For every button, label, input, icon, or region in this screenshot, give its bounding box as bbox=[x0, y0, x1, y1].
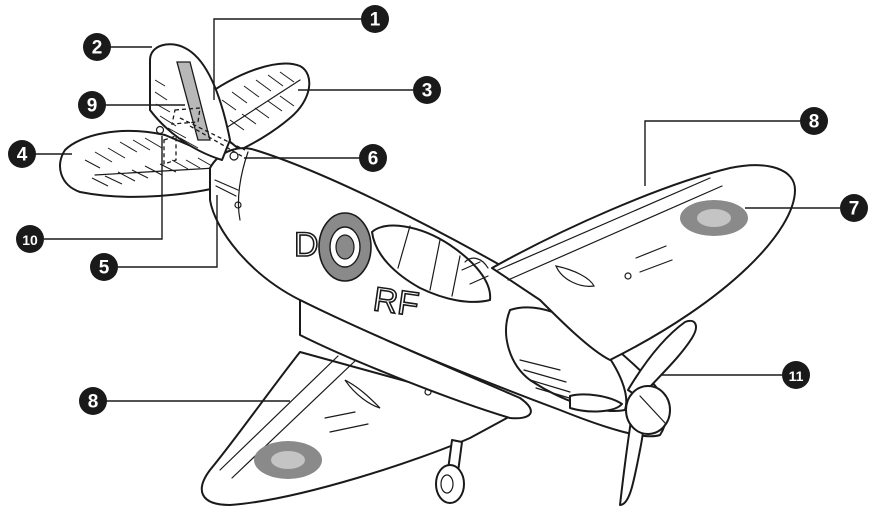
svg-text:5: 5 bbox=[99, 258, 110, 279]
svg-text:4: 4 bbox=[17, 145, 28, 166]
fuselage-code-left: D bbox=[294, 226, 319, 264]
callout-8-upper: 8 bbox=[800, 107, 828, 135]
left-stabilizer bbox=[59, 129, 229, 198]
propeller bbox=[619, 319, 697, 506]
callout-2: 2 bbox=[83, 33, 111, 61]
callout-leaders bbox=[24, 18, 840, 402]
svg-text:7: 7 bbox=[849, 199, 860, 220]
fuselage-markings: D RF bbox=[293, 212, 422, 325]
svg-text:2: 2 bbox=[92, 38, 103, 59]
svg-text:10: 10 bbox=[22, 232, 38, 248]
callout-4: 4 bbox=[8, 140, 36, 168]
svg-text:11: 11 bbox=[789, 368, 804, 384]
callout-3: 3 bbox=[413, 76, 441, 104]
svg-text:3: 3 bbox=[422, 81, 433, 102]
landing-gear bbox=[435, 439, 465, 504]
right-wing bbox=[491, 164, 796, 361]
callout-10: 10 bbox=[16, 225, 44, 253]
callout-1: 1 bbox=[361, 5, 389, 33]
svg-text:1: 1 bbox=[370, 10, 381, 31]
propeller-spinner bbox=[625, 385, 671, 435]
svg-text:6: 6 bbox=[368, 149, 379, 170]
rudder-panel bbox=[176, 61, 211, 141]
svg-text:8: 8 bbox=[88, 392, 99, 413]
fuselage-code-right: RF bbox=[371, 280, 421, 324]
cockpit-canopy bbox=[371, 224, 492, 303]
callout-7: 7 bbox=[840, 194, 868, 222]
svg-text:9: 9 bbox=[87, 96, 98, 117]
callout-9: 9 bbox=[78, 91, 106, 119]
svg-text:8: 8 bbox=[809, 112, 820, 133]
vertical-fin bbox=[149, 43, 246, 165]
callout-11: 11 bbox=[782, 361, 810, 389]
callout-6: 6 bbox=[359, 144, 387, 172]
callout-8-lower: 8 bbox=[79, 387, 107, 415]
callout-5: 5 bbox=[90, 253, 118, 281]
